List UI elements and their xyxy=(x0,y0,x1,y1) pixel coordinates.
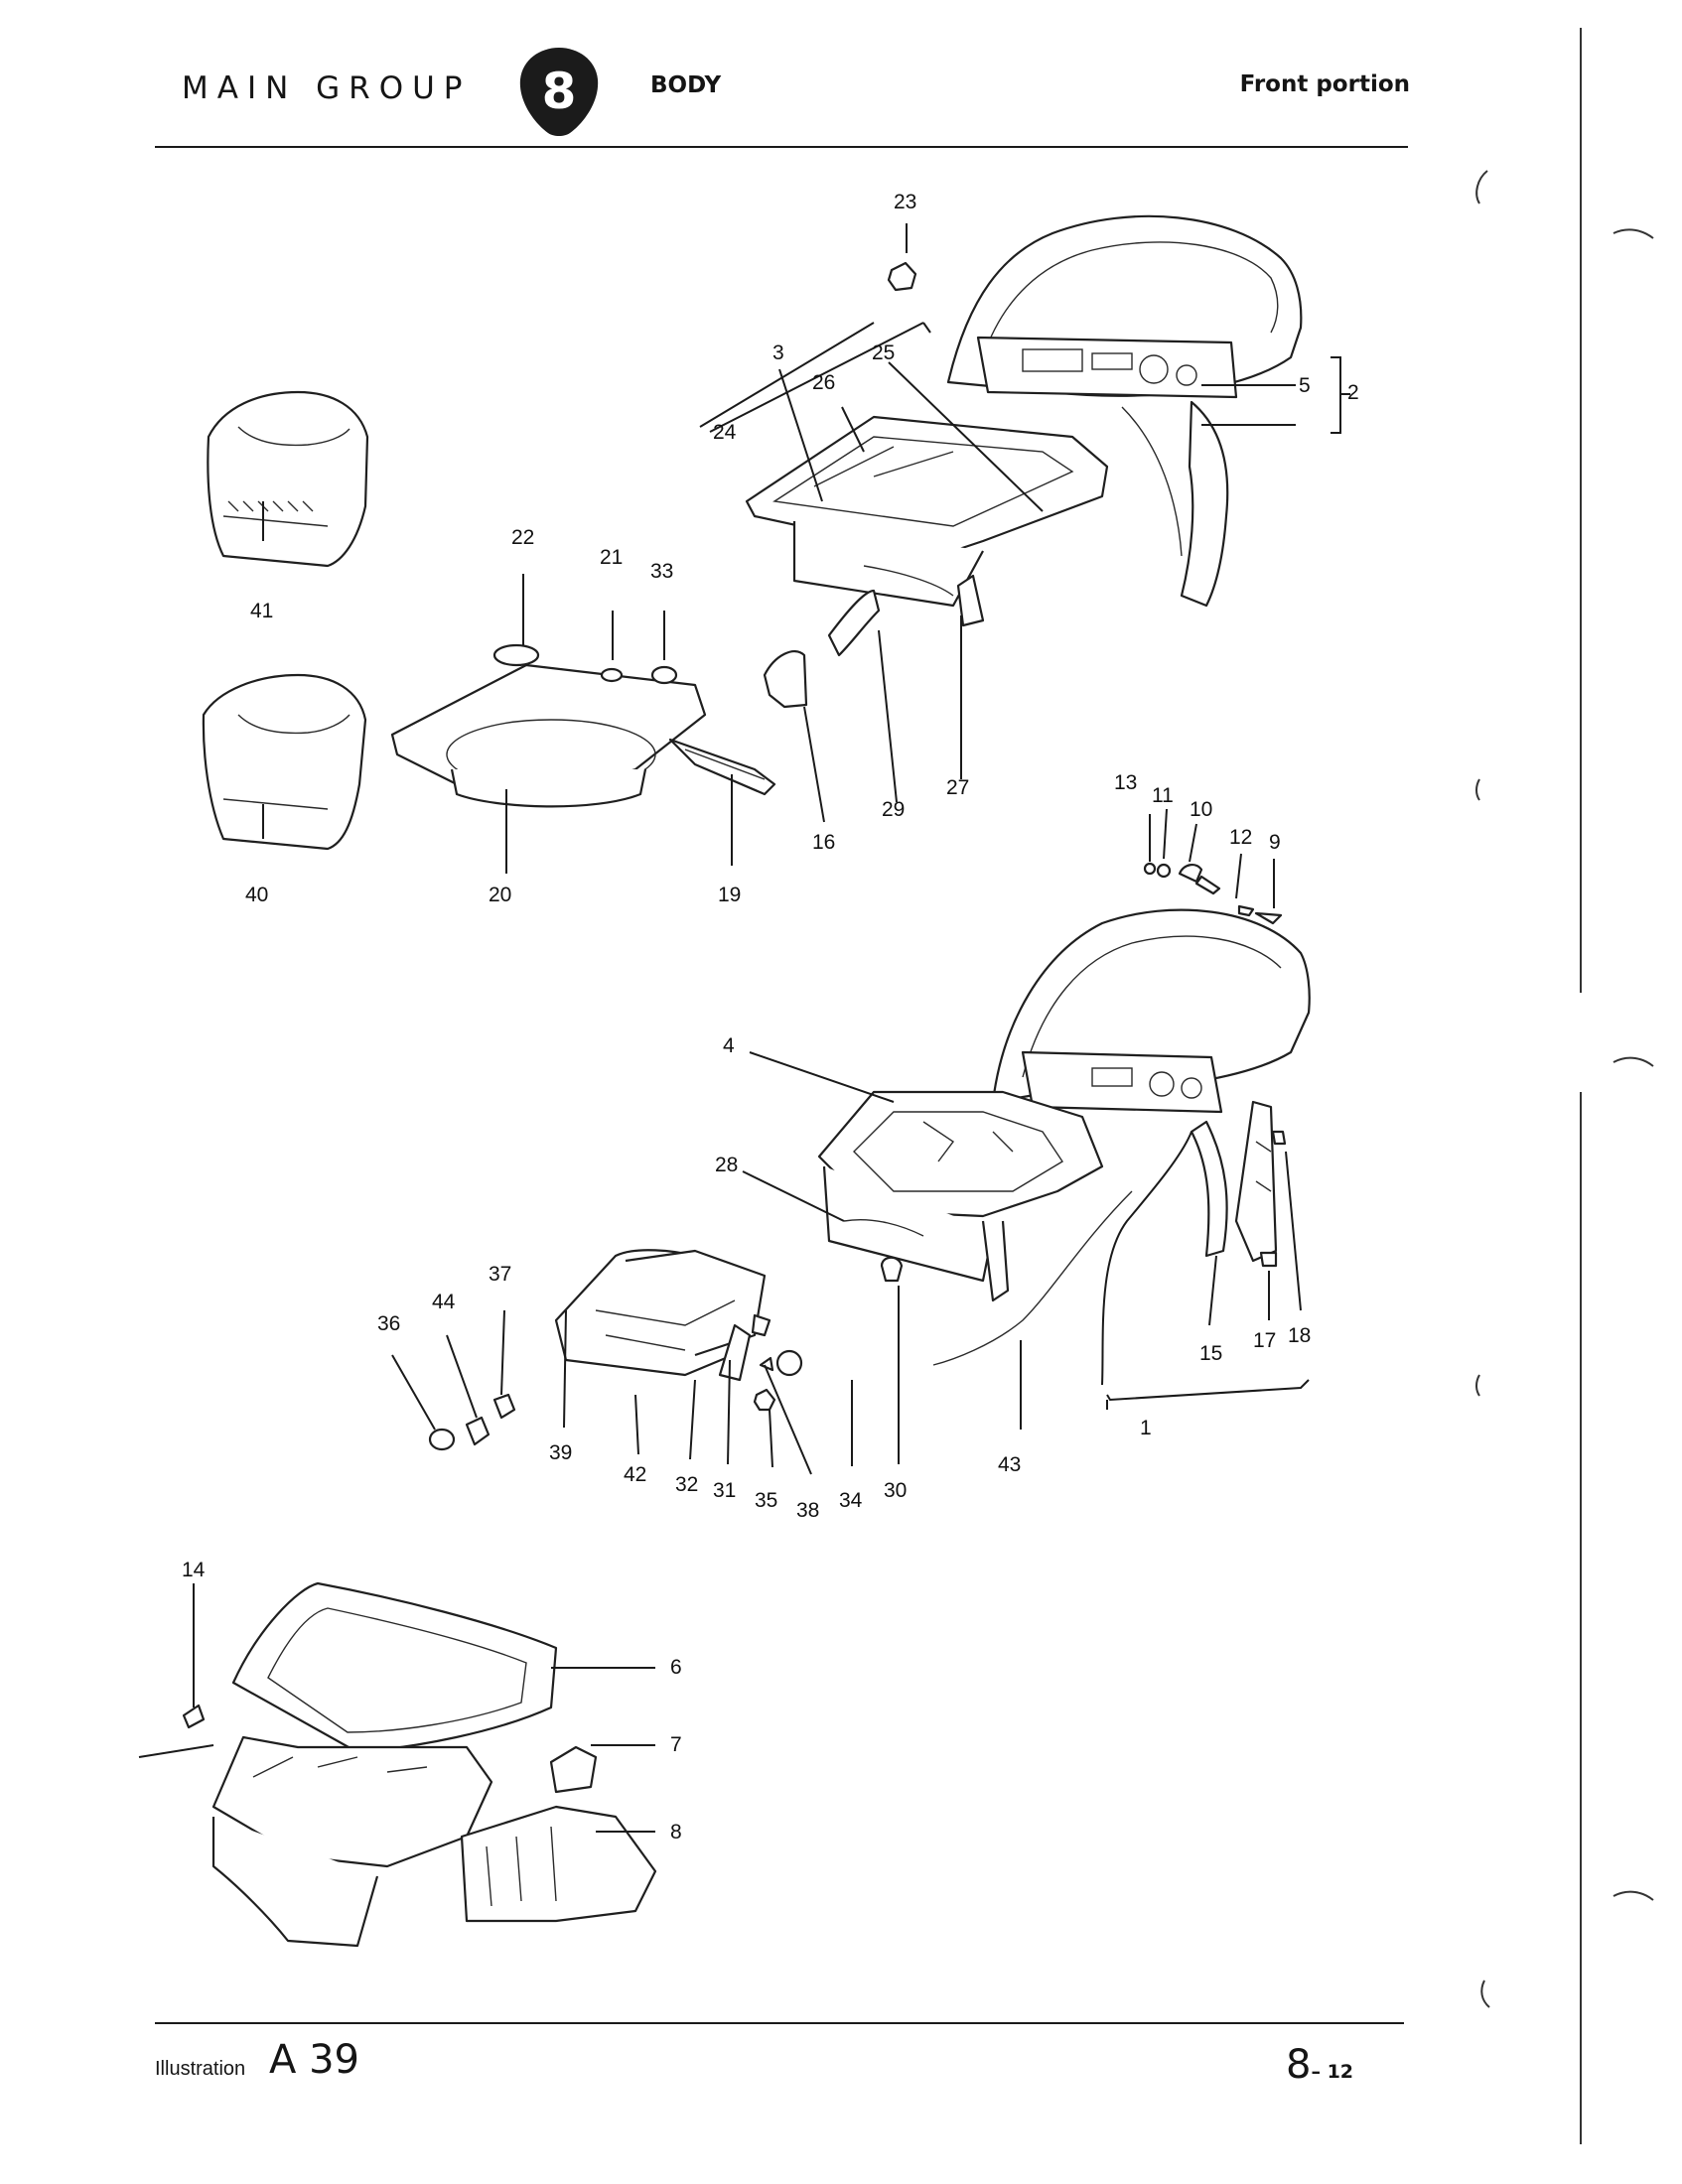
main-group-title: MAIN GROUP xyxy=(182,70,472,106)
callout-19: 19 xyxy=(718,884,741,906)
callout-2: 2 xyxy=(1347,381,1359,404)
callout-26: 26 xyxy=(812,371,835,394)
front-apron-41 xyxy=(207,390,369,568)
callout-16: 16 xyxy=(812,831,835,854)
callout-28: 28 xyxy=(715,1154,738,1176)
footer-rule xyxy=(155,2022,1404,2024)
group-name: BODY xyxy=(650,72,722,98)
front-apron-40 xyxy=(202,673,367,851)
callout-3: 3 xyxy=(772,341,784,364)
callout-40: 40 xyxy=(245,884,268,906)
callout-21: 21 xyxy=(600,546,623,569)
small-parts-36-37-44 xyxy=(428,1393,516,1451)
callout-25: 25 xyxy=(872,341,895,364)
callout-17: 17 xyxy=(1253,1329,1276,1352)
callout-33: 33 xyxy=(650,560,673,583)
callout-43: 43 xyxy=(998,1453,1021,1476)
callout-18: 18 xyxy=(1288,1324,1311,1347)
callout-4: 4 xyxy=(723,1034,735,1057)
callout-9: 9 xyxy=(1269,831,1281,854)
callout-38: 38 xyxy=(796,1499,819,1522)
group-number-badge: 8 xyxy=(518,46,600,137)
binding-edge xyxy=(1475,28,1654,2144)
header-rule xyxy=(155,146,1408,148)
small-parts-34-35-38 xyxy=(753,1349,803,1412)
grommet-30 xyxy=(880,1256,904,1283)
callout-11: 11 xyxy=(1152,784,1174,807)
brackets-16-29 xyxy=(763,589,881,709)
page-number-sub: – 12 xyxy=(1311,2061,1354,2083)
callout-5: 5 xyxy=(1299,374,1311,397)
page-number: 8– 12 xyxy=(1286,2042,1353,2088)
front-crossmember-group xyxy=(554,1249,771,1382)
front-body-shell-upper xyxy=(946,214,1303,608)
leader-lines xyxy=(138,223,1350,1833)
callout-15: 15 xyxy=(1199,1342,1222,1365)
callout-24: 24 xyxy=(713,421,737,444)
callout-37: 37 xyxy=(489,1263,511,1286)
callout-8: 8 xyxy=(670,1821,682,1843)
callout-14: 14 xyxy=(182,1559,206,1581)
callout-32: 32 xyxy=(675,1473,698,1496)
callout-41: 41 xyxy=(250,600,273,622)
callout-1: 1 xyxy=(1140,1417,1152,1439)
callout-27: 27 xyxy=(946,776,969,799)
callout-34: 34 xyxy=(839,1489,863,1512)
callout-23: 23 xyxy=(894,191,916,213)
nut-23 xyxy=(887,261,917,292)
callout-44: 44 xyxy=(432,1291,456,1313)
front-floor-4 xyxy=(817,1090,1104,1302)
page-number-main: 8 xyxy=(1286,2042,1312,2088)
group-number: 8 xyxy=(541,63,577,120)
spare-wheel-well-20 xyxy=(390,643,776,808)
cable-43 xyxy=(932,1190,1133,1366)
callout-20: 20 xyxy=(489,884,511,906)
callout-13: 13 xyxy=(1114,771,1137,794)
badge-shape xyxy=(519,48,599,136)
callout-39: 39 xyxy=(549,1441,572,1464)
small-hardware-9-13 xyxy=(1143,862,1283,925)
callout-30: 30 xyxy=(884,1479,907,1502)
callout-35: 35 xyxy=(755,1489,777,1512)
callout-31: 31 xyxy=(713,1479,736,1502)
bottom-assembly xyxy=(182,1581,657,1948)
callout-22: 22 xyxy=(511,526,534,549)
front-floor-panel-3 xyxy=(745,415,1109,627)
callout-10: 10 xyxy=(1190,798,1212,821)
callout-12: 12 xyxy=(1229,826,1252,849)
callout-6: 6 xyxy=(670,1656,682,1679)
callout-42: 42 xyxy=(624,1463,646,1486)
callout-29: 29 xyxy=(882,798,905,821)
illustration-reference: A 39 xyxy=(269,2037,359,2083)
callout-7: 7 xyxy=(670,1733,682,1756)
callout-labels: 1 2 3 4 5 6 7 8 9 10 11 12 13 14 15 16 1… xyxy=(182,191,1359,1843)
callout-36: 36 xyxy=(377,1312,400,1335)
front-body-shell-1 xyxy=(991,908,1311,1268)
illustration-label: Illustration xyxy=(155,2058,246,2080)
section-title: Front portion xyxy=(1239,71,1410,97)
